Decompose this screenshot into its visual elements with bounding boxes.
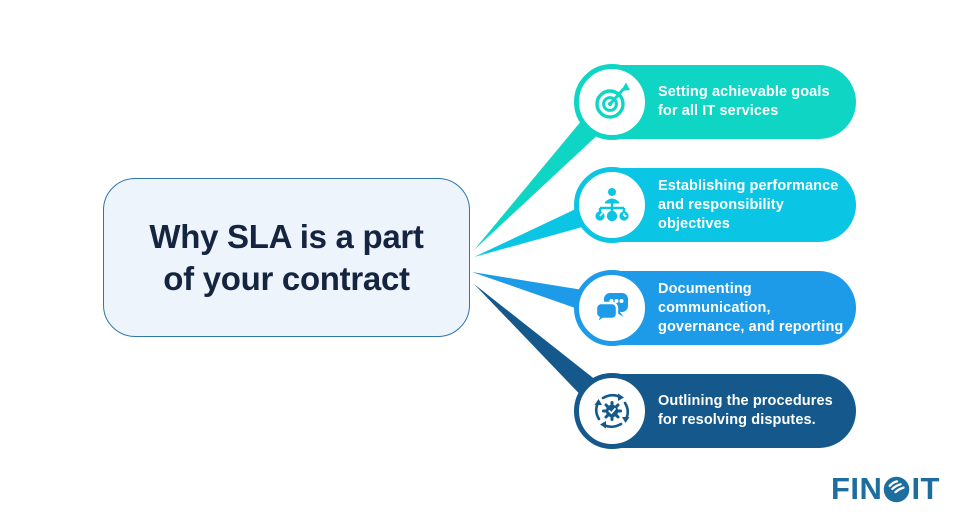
page-title-line-1: Why SLA is a part <box>149 217 424 255</box>
main-topic-box: Why SLA is a part of your contract <box>103 178 470 337</box>
chat-bubbles-icon <box>593 293 628 327</box>
finoit-logo-text-pre: FIN <box>831 471 883 506</box>
org-chart-icon <box>595 188 629 222</box>
item-4-badge <box>574 373 650 449</box>
page-title: Why SLA is a part of your contract <box>149 216 424 300</box>
finoit-logo-o-icon <box>884 476 910 502</box>
item-2-badge <box>574 167 650 243</box>
item-dispute-procedures: Outlining the procedures for resolving d… <box>574 373 856 449</box>
item-performance-objectives: Establishing performance and responsibil… <box>574 167 856 243</box>
connector-line-1 <box>474 93 624 250</box>
item-4-label: Outlining the procedures for resolving d… <box>658 393 833 428</box>
item-1-label: Setting achievable goals for all IT serv… <box>658 84 830 119</box>
item-setting-goals: Setting achievable goals for all IT serv… <box>574 64 856 140</box>
item-1-badge <box>574 64 650 140</box>
target-icon <box>595 82 630 119</box>
item-3-label: Documenting communication, governance, a… <box>658 280 844 335</box>
item-3-badge <box>574 270 650 346</box>
page-title-line-2: of your contract <box>163 259 410 297</box>
finoit-logo-text-post: IT <box>911 471 940 506</box>
item-communication-reporting: Documenting communication, governance, a… <box>574 270 856 346</box>
item-2-label: Establishing performance and responsibil… <box>658 177 839 232</box>
finoit-logo: FIN IT <box>831 471 940 507</box>
process-gear-icon <box>594 393 630 429</box>
